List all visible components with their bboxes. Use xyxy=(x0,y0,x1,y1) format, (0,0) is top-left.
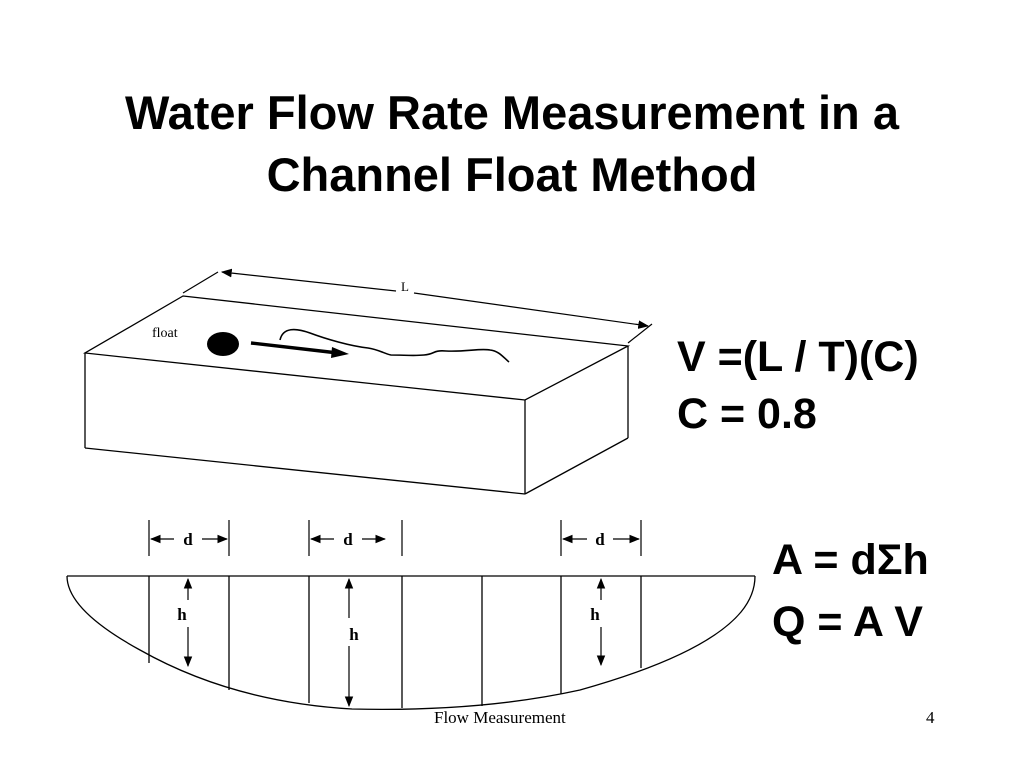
height-label-3: h xyxy=(590,605,600,624)
height-label-2: h xyxy=(349,625,359,644)
float-object xyxy=(207,332,239,356)
subsection-lines xyxy=(148,576,642,708)
length-dimension xyxy=(182,268,653,344)
height-label-1: h xyxy=(177,605,187,624)
width-label-1: d xyxy=(183,530,193,549)
width-dimension-ticks xyxy=(148,520,642,556)
float-direction-arrow xyxy=(250,341,349,358)
coefficient-formula: C = 0.8 xyxy=(677,390,817,438)
area-formula: A = dΣh xyxy=(772,536,929,584)
cross-section xyxy=(66,575,756,711)
channel-box xyxy=(82,295,631,495)
width-label-3: d xyxy=(595,530,605,549)
discharge-formula: Q = A V xyxy=(772,598,923,646)
slide-title-line-1: Water Flow Rate Measurement in a xyxy=(125,86,899,139)
height-dimension-arrows xyxy=(183,577,606,708)
footer-title: Flow Measurement xyxy=(434,708,566,727)
velocity-formula: V =(L / T)(C) xyxy=(677,333,919,381)
float-path-trace xyxy=(279,328,510,363)
float-label: float xyxy=(152,326,178,341)
width-label-2: d xyxy=(343,530,353,549)
slide-title: Water Flow Rate Measurement in a Channel… xyxy=(40,82,984,206)
slide-title-line-2: Channel Float Method xyxy=(266,148,758,201)
length-label: L xyxy=(401,279,409,294)
page-number: 4 xyxy=(926,708,935,727)
